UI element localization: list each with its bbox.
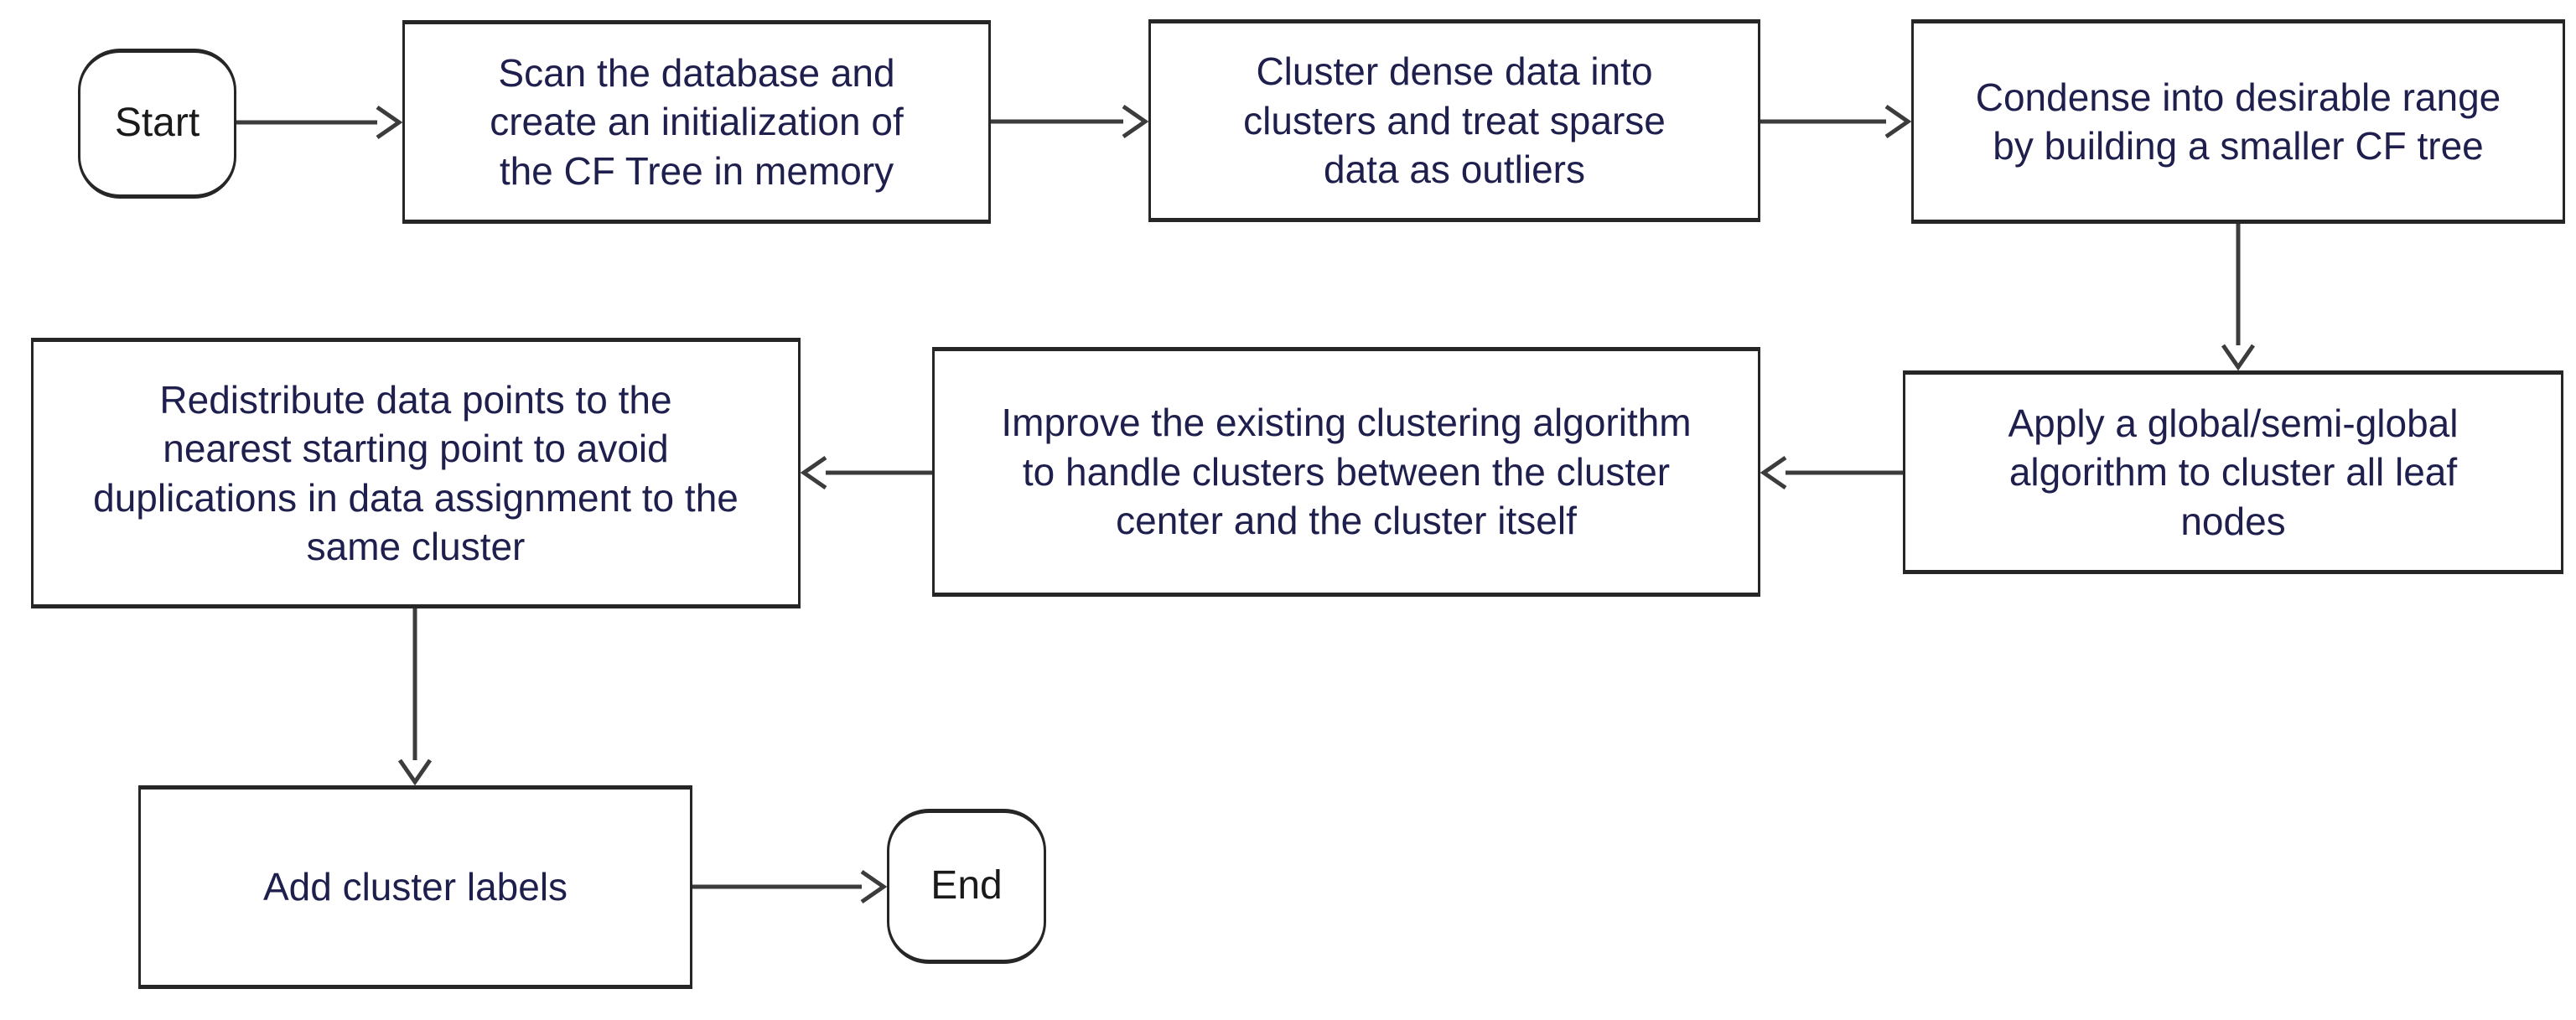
arrow-cluster-to-condense: [1760, 104, 1912, 139]
node-add-cluster-labels-label: Add cluster labels: [262, 865, 568, 909]
node-cluster-dense-data: Cluster dense data into clusters and tre…: [1148, 19, 1760, 222]
node-end-label: End: [930, 863, 1003, 909]
node-redistribute-data-points: Redistribute data points to the nearest …: [31, 338, 801, 608]
arrow-redistribute-to-add-labels: [397, 608, 433, 786]
arrow-add-labels-to-end: [692, 869, 888, 904]
node-apply-global-algorithm: Apply a global/semi-global algorithm to …: [1903, 370, 2563, 574]
node-condense-cf-tree: Condense into desirable range by buildin…: [1911, 19, 2565, 224]
arrow-apply-to-improve: [1760, 455, 1903, 490]
arrow-improve-to-redistribute: [800, 455, 932, 490]
node-apply-global-algorithm-label: Apply a global/semi-global algorithm to …: [2008, 401, 2459, 543]
node-improve-clustering-label: Improve the existing clustering algorith…: [1001, 401, 1692, 543]
node-condense-cf-tree-label: Condense into desirable range by buildin…: [1975, 75, 2501, 168]
arrow-start-to-scan: [236, 105, 403, 140]
node-scan-database-label: Scan the database and create an initiali…: [490, 50, 904, 193]
node-improve-clustering: Improve the existing clustering algorith…: [932, 347, 1760, 597]
node-redistribute-data-points-label: Redistribute data points to the nearest …: [93, 377, 739, 568]
node-add-cluster-labels: Add cluster labels: [138, 785, 692, 989]
node-start: Start: [78, 49, 236, 199]
node-scan-database: Scan the database and create an initiali…: [402, 20, 991, 224]
arrow-scan-to-cluster: [991, 104, 1149, 139]
arrow-condense-to-apply: [2221, 224, 2256, 371]
node-end: End: [887, 809, 1046, 964]
node-cluster-dense-data-label: Cluster dense data into clusters and tre…: [1243, 49, 1666, 192]
node-start-label: Start: [114, 101, 200, 146]
